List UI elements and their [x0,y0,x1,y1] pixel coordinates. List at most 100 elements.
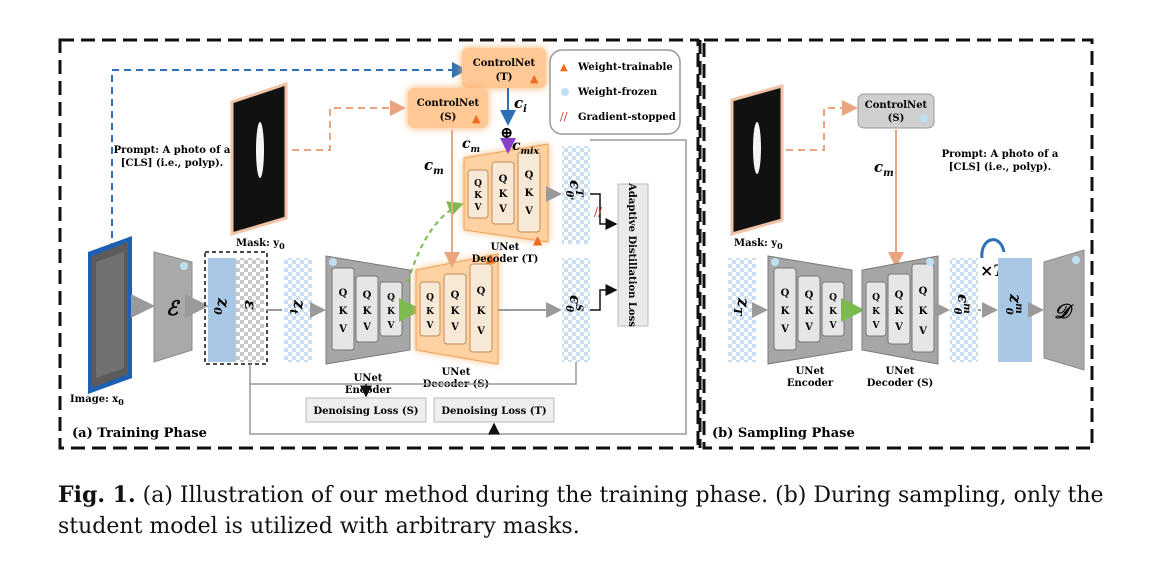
sampling-eps-m-label: ϵmθ [951,294,972,315]
unet-decoder-s-blocks [419,263,493,353]
image-label: Image: x0 [70,394,124,407]
legend-box [549,49,681,135]
noise-epsilon [236,258,264,362]
sampling-zT-label: zT [731,297,753,316]
eps-s-to-adl-arrow [590,284,618,311]
eps-to-loss-s-line [249,362,577,385]
snowflake-icon [920,114,928,122]
z0-label: z0 [211,297,233,315]
sampling-decoder-blocks [865,263,935,353]
input-image [88,236,132,394]
sampling-z0m [998,258,1032,362]
gradient-stop-mark: // [594,205,603,219]
oplus-symbol: ⊕ [500,123,513,142]
mask-label: Mask: y0 [236,238,285,251]
sampling-phase-label: (b) Sampling Phase [712,426,855,441]
sampling-encoder-blocks [773,267,845,351]
eps-to-loss-t-line [249,139,687,435]
controlnet-t-label: ControlNet(T) [473,58,536,83]
epsilon-label: ε [241,300,260,310]
c-mix-label: cmix [512,138,539,157]
vae-decoder-symbol: 𝒟 [1054,299,1074,323]
zt-label: zt [287,299,309,314]
latent-noise-group [204,251,268,365]
training-phase-label: (a) Training Phase [72,426,207,441]
encoder-to-decoder-t-arrow [407,201,464,283]
sampling-mask-region [753,122,761,174]
vae-encoder [153,251,193,363]
c-m-small-label: cm [462,136,480,155]
fire-icon: ▲ [486,251,496,265]
denoising-loss-s [305,397,427,423]
fire-icon: ▲ [560,62,568,73]
sampling-zT [728,258,756,362]
sampling-controlnet-s-label: ControlNet(S) [865,100,928,124]
snowflake-icon [561,88,569,96]
image-to-controlnet-t-arrow [111,62,468,250]
controlnet-t [462,48,546,88]
loop-arrow-icon [980,238,1006,259]
fire-icon: ▲ [533,233,543,247]
snowflake-icon [926,258,934,266]
snowflake-icon [771,258,779,266]
prompt-text: Prompt: A photo of a[CLS] (i.e., polyp). [114,145,231,169]
legend-frozen: Weight-frozen [577,87,658,98]
mask-region [256,122,264,178]
sampling-z0m-label: zm0 [1003,293,1025,315]
adaptive-distillation-loss [617,183,649,327]
denoising-loss-t [433,397,555,423]
mask-to-controlnet-s-arrow [292,100,406,151]
frozen-snowflake-icon [329,258,337,266]
sampling-prompt: Prompt: A photo of a[CLS] (i.e., polyp). [942,149,1059,173]
c-i-label: ci [514,94,527,115]
denoising-loss-s-label: Denoising Loss (S) [313,406,418,417]
zt-latent [284,258,312,362]
eps-t-to-adl-arrow [590,193,618,230]
eps-s-label: ϵSθ [563,295,584,312]
legend-stopped: Gradient-stopped [578,112,676,123]
controlnet-s [408,88,488,128]
eps-t-output [562,146,590,244]
caption-text: (a) Illustration of our method during th… [58,483,1104,539]
vae-encoder-symbol: ℰ [166,296,181,320]
sampling-frame [702,38,1094,450]
fire-icon: ▲ [472,112,481,125]
training-frame [58,38,700,450]
eps-s-output [562,258,590,362]
sampling-mask-to-controlnet-arrow [786,100,858,151]
unet-encoder-blocks [331,267,403,351]
figure-number: Fig. 1. [58,482,136,508]
frozen-snowflake-icon [180,262,188,270]
vae-decoder [1043,249,1085,371]
eps-t-label: ϵTθ' [563,180,584,200]
sampling-mask-label: Mask: y0 [734,238,783,251]
fire-icon: ▲ [530,72,539,85]
sampling-controlnet-s [857,93,935,129]
legend-trainable: Weight-trainable [577,62,673,73]
adl-label: Adaptive Distillation Loss [626,182,637,327]
c-m-label: cm [424,156,444,177]
sampling-eps-m [950,258,978,362]
z0-latent [208,258,236,362]
unet-decoder-t-blocks [467,151,541,233]
